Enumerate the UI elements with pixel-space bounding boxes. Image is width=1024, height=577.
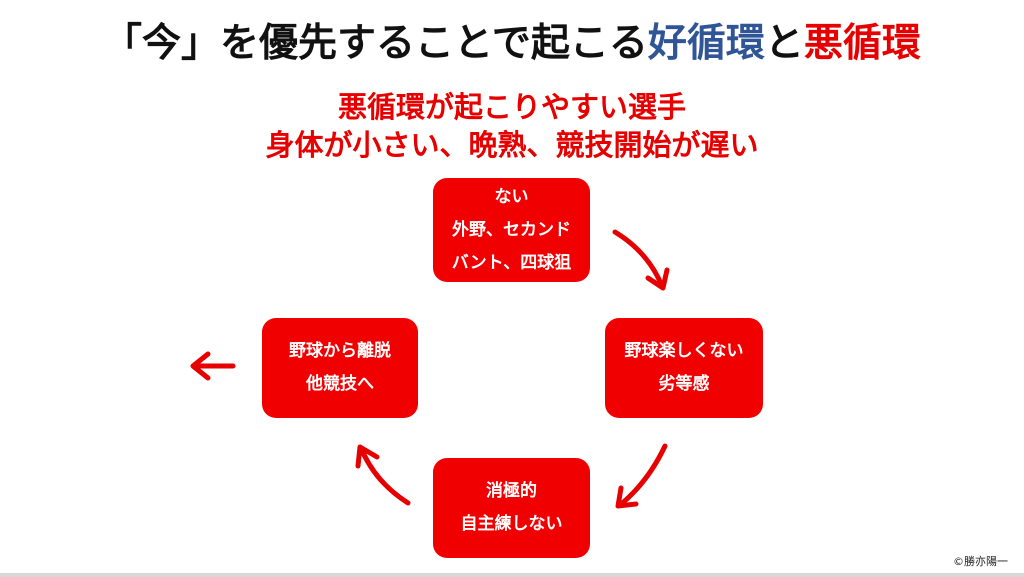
subtitle-line2: 身体が小さい、晩熟、競技開始が遅い bbox=[265, 128, 759, 162]
slide-title: 「今」を優先することで起こる好循環と悪循環 bbox=[0, 12, 1024, 68]
box-text: 外野、セカンド bbox=[452, 219, 571, 240]
bottom-divider bbox=[0, 573, 1024, 577]
box-text: 消極的 bbox=[486, 481, 537, 501]
box-text: ない bbox=[494, 186, 529, 207]
arrow-left-exit-icon bbox=[190, 351, 236, 381]
box-text: 劣等感 bbox=[658, 374, 710, 394]
box-text: 野球楽しくない bbox=[624, 341, 744, 361]
subtitle-line1: 悪循環が起こりやすい選手 bbox=[337, 90, 686, 124]
cycle-box-left: 野球から離脱 他競技へ bbox=[262, 318, 418, 418]
cycle-box-top: ない 外野、セカンド バント、四球狙 bbox=[433, 178, 590, 282]
arrow-right-bottom-icon bbox=[615, 443, 668, 509]
title-bad-cycle: 悪循環 bbox=[803, 21, 921, 66]
box-text: 野球から離脱 bbox=[289, 341, 391, 361]
title-and: と bbox=[764, 21, 804, 66]
arrow-bottom-left-icon bbox=[355, 444, 411, 506]
arrow-top-right-icon bbox=[612, 229, 670, 291]
box-text: バント、四球狙 bbox=[451, 252, 572, 273]
title-text: 「今」を優先することで起こる bbox=[103, 21, 648, 66]
box-text: 自主練しない bbox=[460, 514, 563, 534]
cycle-box-right: 野球楽しくない 劣等感 bbox=[605, 318, 763, 418]
cycle-box-bottom: 消極的 自主練しない bbox=[433, 458, 590, 558]
copyright: ©勝亦陽一 bbox=[953, 555, 1008, 568]
title-good-cycle: 好循環 bbox=[647, 21, 765, 66]
box-text: 他競技へ bbox=[306, 374, 374, 394]
